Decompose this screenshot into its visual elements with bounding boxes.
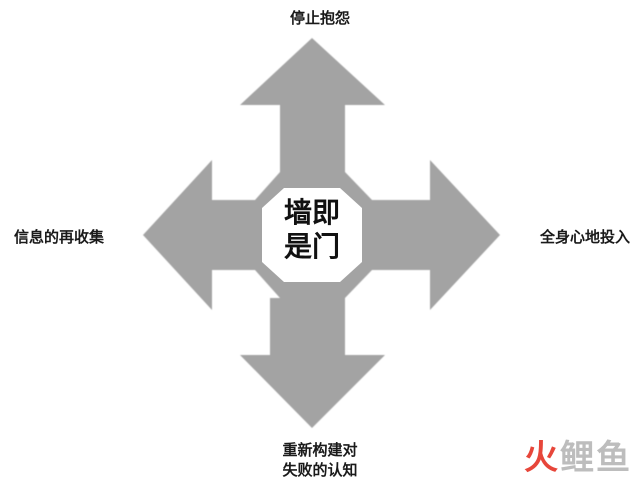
watermark-char-3: 鱼 [596, 438, 632, 478]
watermark-logo: 火鲤鱼 [524, 430, 632, 479]
watermark-char-2: 鲤 [560, 438, 596, 478]
label-bottom-line2: 失败的认知 [282, 461, 358, 479]
label-stop-complaining: 停止抱怨 [289, 9, 350, 27]
label-full-commitment: 全身心地投入 [539, 228, 630, 246]
arrow-right [355, 160, 500, 310]
arrow-left [143, 160, 272, 310]
center-octagon [262, 188, 362, 282]
center-line1: 墙即 [283, 196, 340, 229]
arrow-down [240, 298, 385, 428]
watermark-char-1: 火 [524, 438, 560, 478]
label-info-recollection: 信息的再收集 [14, 228, 105, 246]
arrow-up [240, 38, 385, 172]
center-text: 墙即 是门 [262, 196, 362, 264]
label-bottom-line1: 重新构建对 [282, 441, 358, 459]
label-rebuild-failure-cognition: 重新构建对 失败的认知 [0, 440, 640, 480]
center-line2: 是门 [283, 230, 340, 263]
